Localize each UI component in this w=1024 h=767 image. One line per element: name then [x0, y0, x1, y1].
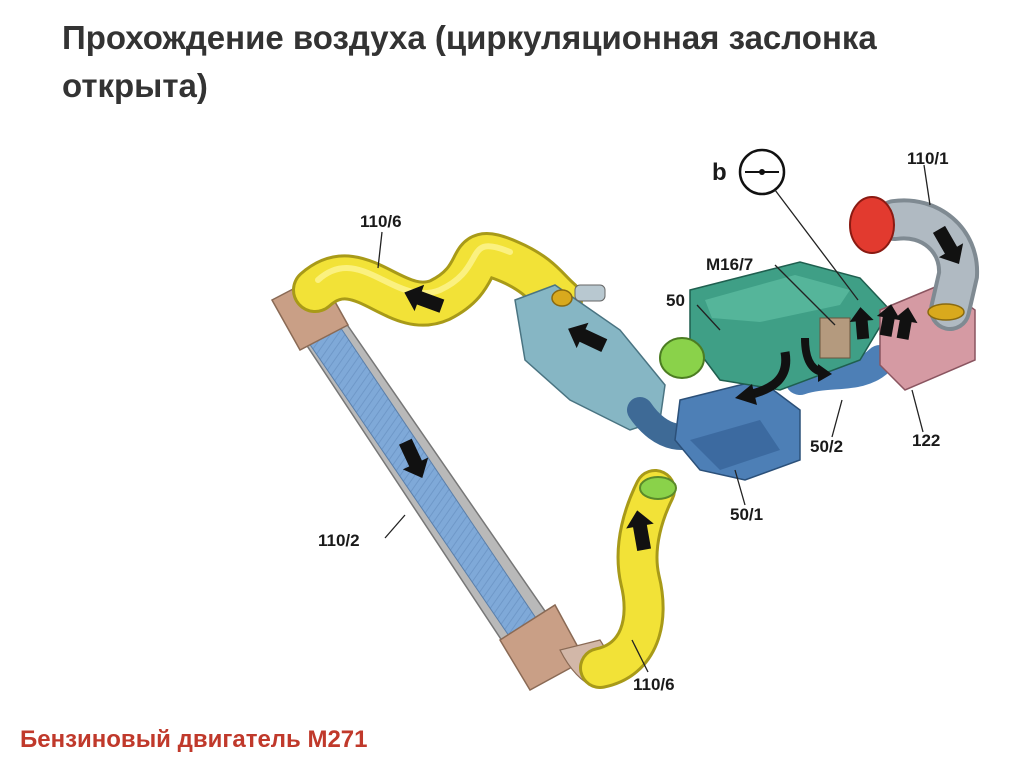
arrow-up-1	[849, 307, 874, 340]
arrow-inlet	[932, 225, 964, 265]
arrow-hose-upper	[404, 284, 445, 313]
arrow-hose-lower	[626, 510, 654, 551]
label-110-6-top: 110/6	[360, 212, 402, 231]
label-b: b	[712, 159, 727, 186]
arrow-curve-right-head	[818, 364, 832, 382]
b-symbol	[738, 148, 786, 196]
label-110-1: 110/1	[907, 149, 949, 168]
label-110-6-bottom: 110/6	[633, 675, 675, 694]
leader-lines	[377, 164, 931, 673]
label-110-2: 110/2	[318, 531, 360, 550]
charge-hose-upper	[292, 232, 583, 327]
intercooler	[270, 273, 621, 692]
arrow-throttle	[568, 322, 608, 352]
footer-caption: Бензиновый двигатель M271	[20, 726, 368, 753]
arrow-curve-down-head	[735, 384, 757, 405]
arrow-up-2	[876, 304, 901, 337]
charge-hose-lower	[579, 469, 677, 689]
label-50-1: 50/1	[730, 505, 763, 524]
label-50: 50	[666, 291, 685, 310]
arrow-up-3	[893, 307, 918, 340]
arrow-intercooler	[399, 438, 429, 478]
label-50-2: 50/2	[810, 437, 843, 456]
label-122: 122	[912, 431, 940, 450]
page-title: Прохождение воздуха (циркуляционная засл…	[62, 19, 877, 104]
compressor	[659, 261, 891, 391]
label-m16-7: M16/7	[706, 255, 753, 274]
flow-arrows	[399, 225, 964, 551]
